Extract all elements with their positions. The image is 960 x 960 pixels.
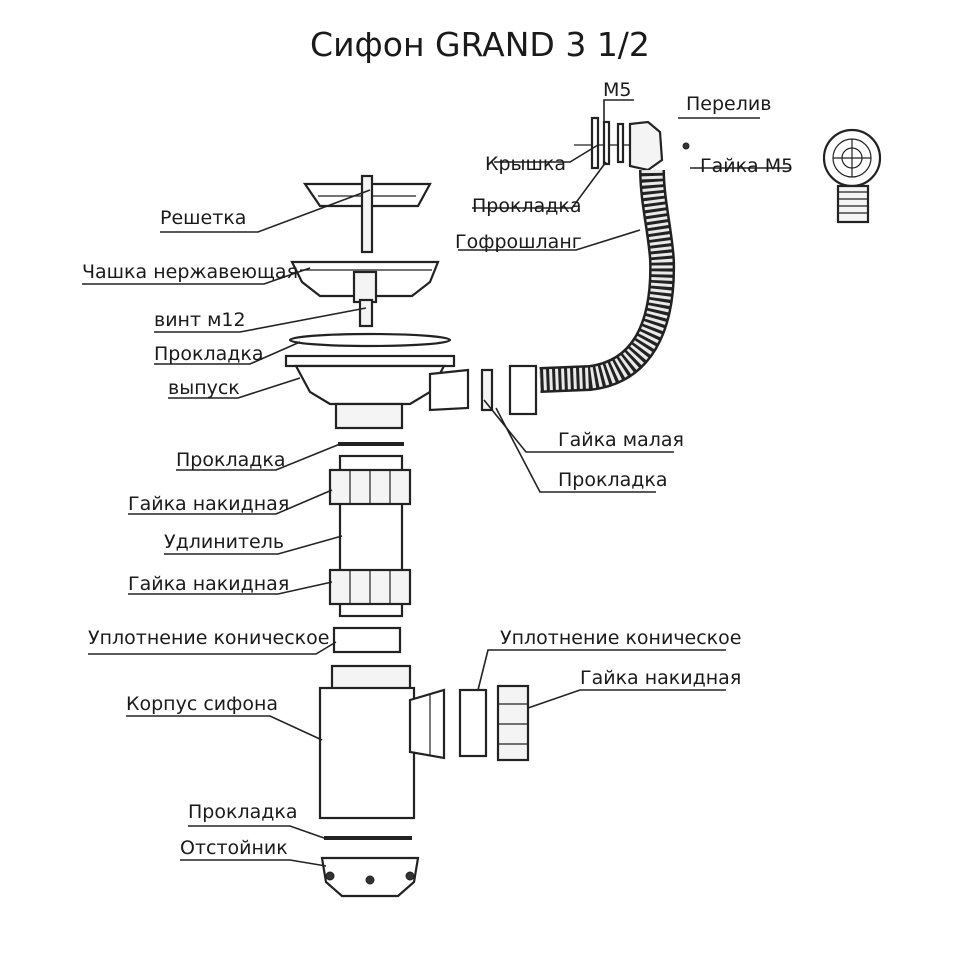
corrugated-hose (539, 169, 676, 393)
stainless-cup-part (290, 260, 440, 304)
label-conical-seal-right: Уплотнение коническое (500, 627, 741, 649)
label-small-nut: Гайка малая (558, 429, 684, 451)
label-stainless-cup: Чашка нержавеющая (82, 261, 298, 283)
label-siphon-body: Корпус сифона (126, 693, 278, 715)
screw-m12-part (358, 298, 374, 328)
nut-m5-part (682, 142, 690, 150)
label-middle-gasket: Прокладка (176, 449, 286, 471)
label-union-nut-3: Гайка накидная (580, 667, 741, 689)
extension-assembly (328, 454, 412, 618)
overflow-hose-stub (836, 184, 870, 224)
overflow-assembly (574, 116, 690, 172)
drain-gasket-part (288, 332, 452, 348)
union-nut-3-part (496, 684, 530, 762)
label-union-nut-1: Гайка накидная (128, 493, 289, 515)
small-nut-part (508, 364, 538, 416)
overflow-front-view (822, 128, 882, 224)
conical-seal-right-part (458, 688, 488, 758)
overflow-cover-plate (590, 116, 600, 170)
outlet-part (284, 354, 470, 430)
conical-seal-left-part (332, 626, 402, 654)
overflow-body (628, 120, 664, 172)
label-union-nut-2: Гайка накидная (128, 573, 289, 595)
diagram-title: Сифон GRAND 3 1/2 (310, 25, 650, 64)
leader-lines (82, 99, 790, 867)
label-gasket-top: Прокладка (472, 195, 582, 217)
label-side-gasket: Прокладка (558, 469, 668, 491)
label-overflow: Перелив (686, 93, 771, 115)
overflow-gasket-part (602, 120, 611, 166)
label-screw-m12: винт м12 (154, 309, 246, 331)
label-conical-seal-left: Уплотнение коническое (88, 627, 329, 649)
label-bottom-gasket: Прокладка (188, 801, 298, 823)
label-strainer: Решетка (160, 207, 246, 229)
strainer-part (302, 174, 432, 254)
small-gasket-part (480, 368, 494, 412)
label-sump: Отстойник (180, 837, 288, 859)
sump-part (320, 856, 420, 898)
label-m5: M5 (603, 79, 631, 101)
label-corrugated-hose: Гофрошланг (455, 231, 582, 253)
label-outlet: выпуск (168, 377, 240, 399)
label-extension: Удлинитель (164, 531, 284, 553)
siphon-body-part (318, 664, 446, 820)
label-nut-m5: Гайка М5 (700, 155, 793, 177)
label-drain-gasket: Прокладка (154, 343, 264, 365)
label-cover: Крышка (485, 153, 566, 175)
